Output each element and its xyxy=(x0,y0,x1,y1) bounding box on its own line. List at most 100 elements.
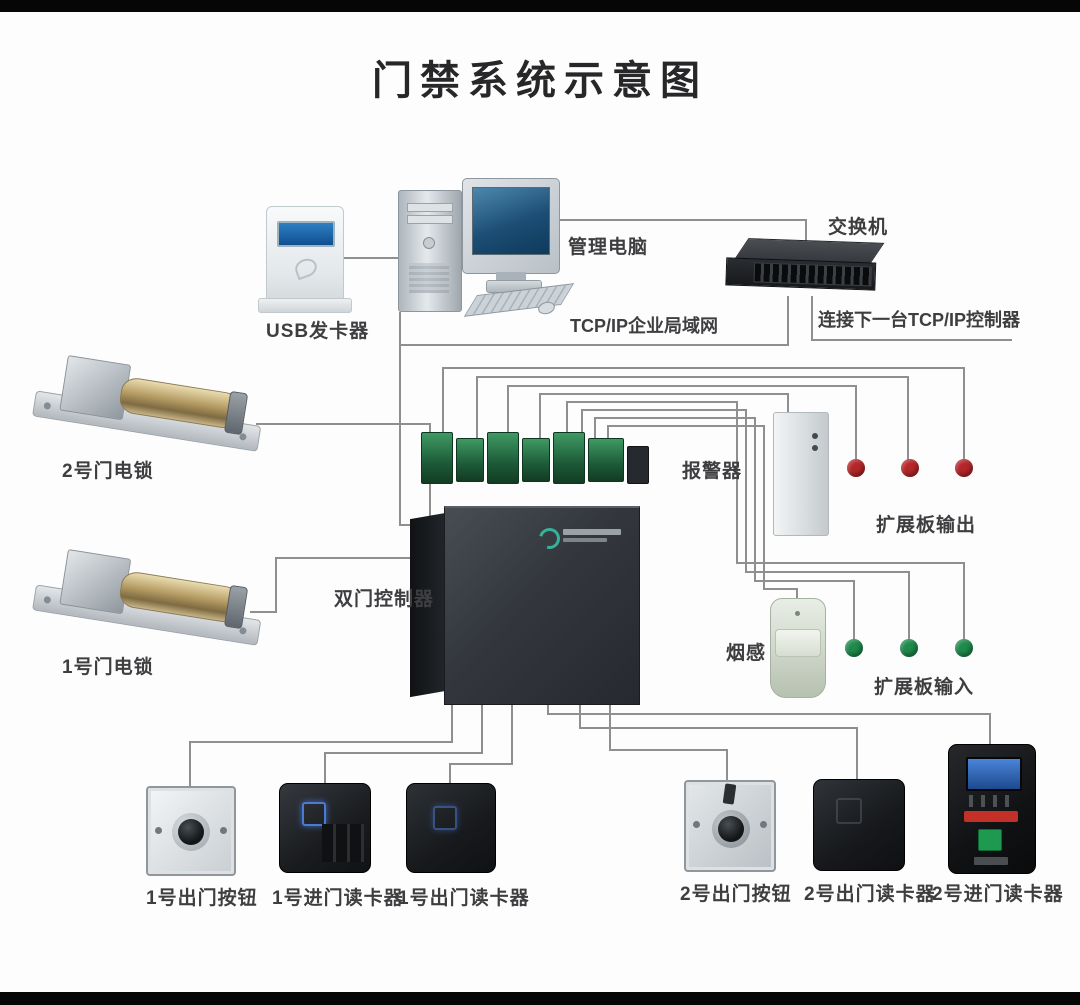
exit-button-2-device xyxy=(684,780,776,872)
indicator-dot xyxy=(900,639,918,657)
expansion-input-label: 扩展板输入 xyxy=(874,677,975,698)
door2-exit-reader-label: 2号出门读卡器 xyxy=(804,884,936,905)
lock-body xyxy=(59,354,132,421)
wire-input-3 xyxy=(566,401,965,640)
key-icon xyxy=(722,783,737,805)
indicator-dot xyxy=(955,639,973,657)
alarm-led-icon xyxy=(812,433,818,439)
alarm-device xyxy=(773,412,829,536)
usb-issuer-screen xyxy=(277,221,335,247)
reader-bottom-strip xyxy=(974,857,1008,865)
button-core xyxy=(178,819,204,845)
network-switch-device xyxy=(725,237,885,298)
top-letterbox-bar xyxy=(0,0,1080,12)
door2-entry-reader-label: 2号进门读卡器 xyxy=(932,884,1064,905)
screw-icon xyxy=(760,821,767,828)
usb-issuer-device xyxy=(266,206,344,304)
bottom-letterbox-bar xyxy=(0,992,1080,1005)
reader-keypad xyxy=(322,824,364,862)
wire-output-3 xyxy=(442,367,965,460)
wire-entry-reader-2 xyxy=(547,700,991,748)
door1-lock-device xyxy=(32,546,266,666)
wire-output-2 xyxy=(476,376,909,460)
pc-power-button-icon xyxy=(423,237,435,249)
terminal-end-connector xyxy=(627,446,649,484)
exit-button-1-device xyxy=(146,786,236,876)
alarm-led-icon xyxy=(812,445,818,451)
expansion-output-indicators xyxy=(847,459,973,477)
smoke-sensor-led-icon xyxy=(795,611,800,616)
indicator-dot xyxy=(845,639,863,657)
wire-input-1 xyxy=(594,417,855,640)
door1-lock-label: 1号门电锁 xyxy=(62,657,154,678)
screw-icon xyxy=(155,827,162,834)
usb-issuer-label: USB发卡器 xyxy=(266,321,370,342)
usb-issuer-base xyxy=(258,298,352,313)
reader-screen xyxy=(966,757,1022,791)
reader-green-button xyxy=(978,829,1002,851)
door2-lock-device xyxy=(32,352,266,472)
wire-exit-reader-2 xyxy=(579,700,858,781)
wire-lock1-to-controller xyxy=(250,557,447,613)
pc-drive-slot xyxy=(407,215,453,224)
reader-induction-zone-icon xyxy=(836,798,862,824)
usb-issuer-logo-icon xyxy=(292,255,320,281)
pc-vent xyxy=(409,263,449,293)
terminal-block xyxy=(487,432,519,484)
entry-reader-1-device xyxy=(279,783,371,873)
indicator-dot xyxy=(955,459,973,477)
wire-smoke xyxy=(607,425,798,602)
wire-output-1 xyxy=(507,385,857,460)
smoke-sensor-device xyxy=(770,598,826,698)
wire-exit-button-1 xyxy=(189,700,453,788)
wire-pc-to-controller xyxy=(399,312,447,526)
switch-ports xyxy=(753,262,873,287)
reader-status-dots xyxy=(969,795,1015,807)
wire-alarm xyxy=(539,393,789,440)
button-core xyxy=(718,816,744,842)
indicator-dot xyxy=(901,459,919,477)
lan-label: TCP/IP企业局域网 xyxy=(570,316,719,336)
door1-exit-button-label: 1号出门按钮 xyxy=(146,888,258,909)
wire-entry-reader-1 xyxy=(324,700,483,785)
brand-logo-text xyxy=(563,529,621,535)
door1-exit-reader-label: 1号出门读卡器 xyxy=(398,888,530,909)
controller-label: 双门控制器 xyxy=(334,589,435,610)
lock-body xyxy=(59,548,132,615)
pc-tower xyxy=(398,190,462,312)
exit-reader-2-device xyxy=(813,779,905,871)
alarm-label: 报警器 xyxy=(682,461,743,482)
pc-monitor-neck xyxy=(496,272,526,281)
door2-exit-button-label: 2号出门按钮 xyxy=(680,884,792,905)
management-pc-label: 管理电脑 xyxy=(568,237,649,258)
door1-entry-reader-label: 1号进门读卡器 xyxy=(272,888,404,909)
pc-drive-slot xyxy=(407,203,453,212)
terminal-block xyxy=(421,432,453,484)
terminal-block xyxy=(588,438,624,482)
wire-input-2 xyxy=(581,409,910,640)
brand-logo xyxy=(535,524,625,553)
controller-cabinet xyxy=(444,506,640,705)
wire-lan xyxy=(400,296,789,346)
exit-reader-1-device xyxy=(406,783,496,873)
screw-icon xyxy=(693,821,700,828)
wire-pc-to-switch xyxy=(558,219,807,246)
terminal-block xyxy=(522,438,550,482)
terminal-block xyxy=(553,432,585,484)
brand-logo-text xyxy=(563,538,607,542)
wire-exit-button-2 xyxy=(609,698,728,782)
entry-reader-2-device xyxy=(948,744,1036,874)
pc-monitor-screen xyxy=(472,187,550,255)
wire-next-controller xyxy=(811,296,1012,341)
smoke-sensor-window xyxy=(775,629,821,657)
pc-monitor xyxy=(462,178,560,274)
next-controller-label: 连接下一台TCP/IP控制器 xyxy=(818,310,1021,330)
wire-exit-reader-1 xyxy=(449,700,513,785)
smoke-sensor-label: 烟感 xyxy=(726,643,767,664)
reader-induction-zone-icon xyxy=(302,802,326,826)
network-switch-label: 交换机 xyxy=(828,217,889,238)
screw-icon xyxy=(220,827,227,834)
reader-induction-zone-icon xyxy=(433,806,457,830)
terminal-blocks xyxy=(421,432,651,488)
